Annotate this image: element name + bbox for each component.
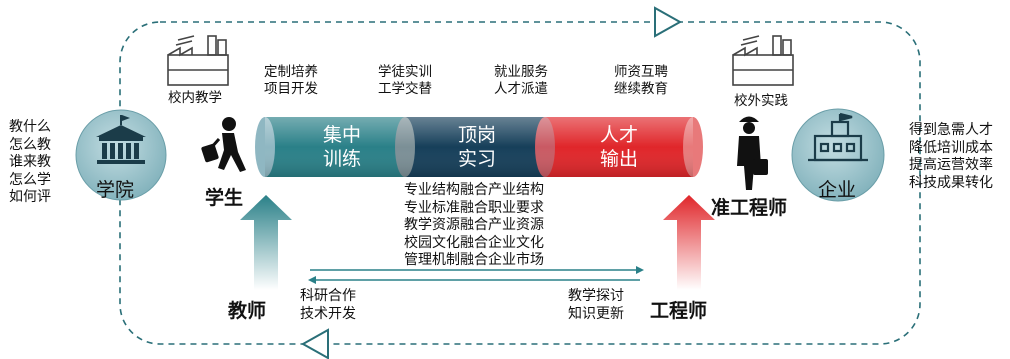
enterprise-circle bbox=[791, 108, 885, 202]
top-item-3-line1: 就业服务 bbox=[494, 64, 548, 80]
top-item-2-line1: 学徒实训 bbox=[378, 64, 432, 80]
pipe-segment-training-line2: 训练 bbox=[322, 148, 361, 170]
loop-arrow-top bbox=[654, 6, 683, 38]
engineer-up-arrow bbox=[663, 195, 715, 290]
pipe-segment-training-line1: 集中 bbox=[322, 124, 361, 146]
loop-arrow-bottom bbox=[300, 328, 329, 359]
college-label: 学院 bbox=[96, 179, 135, 201]
engineer-label: 工程师 bbox=[650, 300, 708, 322]
in-school-teaching-label: 校内教学 bbox=[168, 90, 222, 106]
top-item-2-line2: 工学交替 bbox=[378, 81, 432, 97]
right-outcomes: 得到急需人才 降低培训成本 提高运营效率 科技成果转化 bbox=[909, 122, 993, 191]
enterprise-label: 企业 bbox=[818, 179, 857, 201]
top-item-1-line2: 项目开发 bbox=[264, 81, 318, 97]
top-item-3: 就业服务 人才派遣 bbox=[494, 64, 548, 98]
engineer-candidate-label: 准工程师 bbox=[711, 197, 788, 219]
pipe-segment-internship: 顶岗 实习 bbox=[442, 123, 512, 171]
top-item-2: 学徒实训 工学交替 bbox=[378, 64, 432, 98]
engineer-figure-icon bbox=[737, 116, 768, 190]
student-walking-icon bbox=[201, 117, 246, 172]
exchange-left-text: 科研合作 技术开发 bbox=[300, 288, 356, 322]
factory-icon-right bbox=[732, 35, 794, 86]
top-item-3-line2: 人才派遣 bbox=[494, 81, 548, 97]
enterprise-building-icon bbox=[808, 112, 868, 162]
teacher-label: 教师 bbox=[228, 300, 267, 322]
pipe-segment-output-line2: 输出 bbox=[599, 148, 638, 170]
pipe-segment-training: 集中 训练 bbox=[307, 123, 377, 171]
integration-list: 专业结构融合产业结构 专业标准融合职业要求 教学资源融合产业资源 校园文化融合企… bbox=[404, 182, 544, 268]
pipe-segment-output: 人才 输出 bbox=[584, 123, 654, 171]
exchange-right-text: 教学探讨 知识更新 bbox=[568, 288, 624, 322]
exchange-arrows bbox=[308, 266, 644, 284]
factory-icon-left bbox=[167, 35, 229, 86]
top-item-4-line2: 继续教育 bbox=[614, 81, 668, 97]
top-item-1-line1: 定制培养 bbox=[264, 64, 318, 80]
training-pipe bbox=[255, 117, 703, 177]
left-questions: 教什么 怎么教 谁来教 怎么学 如何评 bbox=[9, 119, 51, 205]
off-campus-practice-label: 校外实践 bbox=[734, 93, 788, 109]
pipe-segment-internship-line2: 实习 bbox=[457, 148, 496, 170]
pipe-segment-output-line1: 人才 bbox=[599, 124, 638, 146]
top-item-1: 定制培养 项目开发 bbox=[264, 64, 318, 98]
pipe-segment-internship-line1: 顶岗 bbox=[457, 124, 496, 146]
teacher-up-arrow bbox=[240, 195, 292, 290]
college-building-icon bbox=[96, 115, 146, 164]
top-item-4-line1: 师资互聘 bbox=[614, 64, 668, 80]
student-label: 学生 bbox=[205, 187, 244, 209]
top-item-4: 师资互聘 继续教育 bbox=[614, 64, 668, 98]
